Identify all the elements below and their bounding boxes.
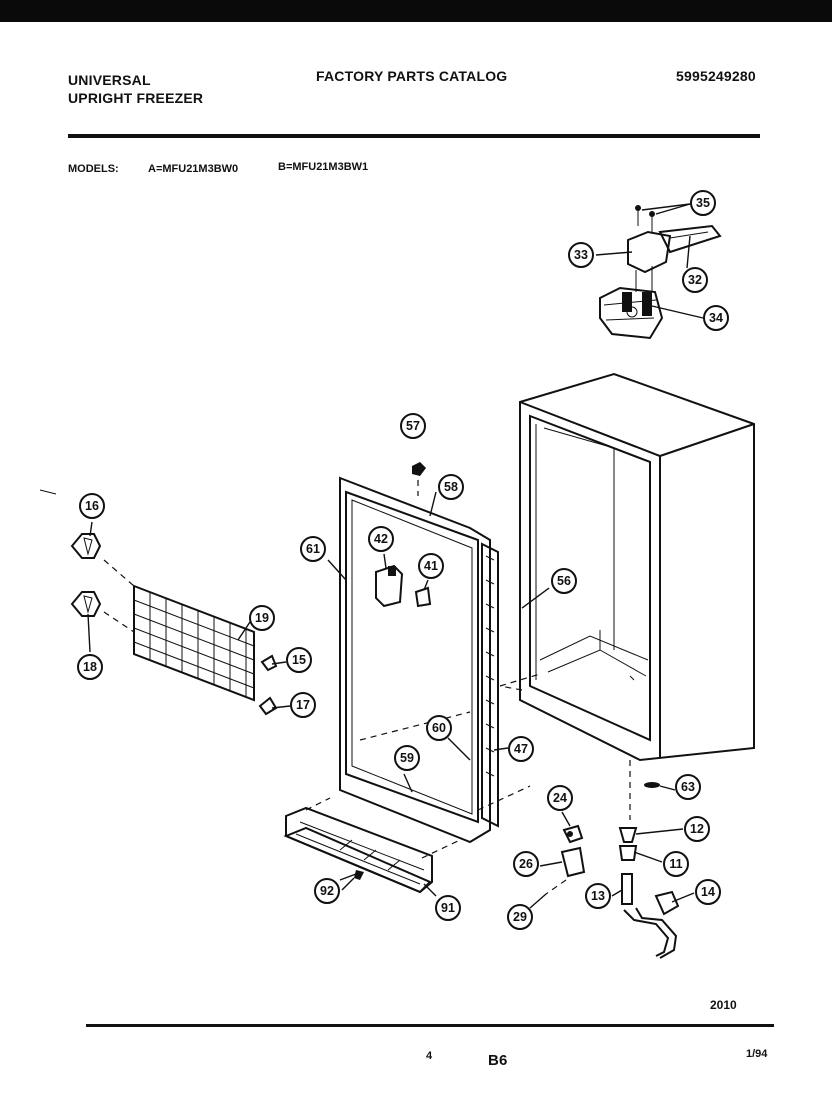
callout-92: 92 bbox=[314, 878, 340, 904]
model-a: A=MFU21M3BW0 bbox=[148, 163, 239, 175]
svg-text:18: 18 bbox=[83, 660, 97, 674]
callout-14: 14 bbox=[695, 879, 721, 905]
door-drawing bbox=[339, 462, 541, 844]
page-number: 4 bbox=[426, 1050, 433, 1062]
callout-91: 91 bbox=[435, 895, 461, 921]
callout-18: 18 bbox=[77, 654, 103, 680]
footer-rule bbox=[86, 1024, 774, 1027]
callout-32: 32 bbox=[682, 267, 708, 293]
callout-56: 56 bbox=[551, 568, 577, 594]
svg-text:17: 17 bbox=[296, 698, 310, 712]
svg-text:11: 11 bbox=[669, 857, 682, 871]
callout-29: 29 bbox=[507, 904, 533, 930]
header-rule bbox=[68, 134, 760, 138]
svg-text:15: 15 bbox=[292, 653, 306, 667]
figure-number: 2010 bbox=[710, 998, 737, 1012]
callout-42: 42 bbox=[368, 526, 394, 552]
callout-58: 58 bbox=[438, 474, 464, 500]
callout-47: 47 bbox=[508, 736, 534, 762]
callout-16: 16 bbox=[79, 493, 105, 519]
revision-date: 1/94 bbox=[746, 1048, 768, 1060]
svg-text:57: 57 bbox=[406, 419, 420, 433]
callout-17: 17 bbox=[290, 692, 316, 718]
callout-60: 60 bbox=[426, 715, 452, 741]
callout-61: 61 bbox=[300, 536, 326, 562]
cabinet-drawing bbox=[499, 372, 755, 762]
svg-text:59: 59 bbox=[400, 751, 414, 765]
models-label: MODELS: bbox=[68, 163, 119, 175]
svg-text:24: 24 bbox=[553, 791, 567, 805]
svg-text:33: 33 bbox=[574, 248, 588, 262]
svg-text:47: 47 bbox=[514, 742, 528, 756]
svg-text:29: 29 bbox=[513, 910, 527, 924]
callout-13: 13 bbox=[585, 883, 611, 909]
brand-name: UNIVERSAL bbox=[68, 72, 151, 88]
callout-15: 15 bbox=[286, 647, 312, 673]
svg-text:92: 92 bbox=[320, 884, 334, 898]
svg-text:34: 34 bbox=[709, 311, 723, 325]
svg-text:14: 14 bbox=[701, 885, 715, 899]
control-assembly-drawing bbox=[599, 205, 722, 340]
callout-35: 35 bbox=[690, 190, 716, 216]
svg-text:56: 56 bbox=[557, 574, 571, 588]
svg-text:41: 41 bbox=[424, 559, 438, 573]
scan-top-border bbox=[0, 0, 832, 22]
svg-text:58: 58 bbox=[444, 480, 458, 494]
model-b: B=MFU21M3BW1 bbox=[278, 161, 369, 173]
callout-41: 41 bbox=[418, 553, 444, 579]
svg-text:12: 12 bbox=[690, 822, 704, 836]
svg-text:91: 91 bbox=[441, 901, 455, 915]
svg-text:19: 19 bbox=[255, 611, 269, 625]
product-name: UPRIGHT FREEZER bbox=[68, 90, 204, 106]
leader-lines bbox=[87, 203, 704, 909]
section-code: B6 bbox=[488, 1052, 508, 1069]
svg-text:32: 32 bbox=[688, 273, 702, 287]
callout-12: 12 bbox=[684, 816, 710, 842]
svg-text:16: 16 bbox=[85, 499, 99, 513]
kick-plate-drawing bbox=[283, 797, 461, 894]
callout-34: 34 bbox=[703, 305, 729, 331]
callout-19: 19 bbox=[249, 605, 275, 631]
callout-59: 59 bbox=[394, 745, 420, 771]
callout-26: 26 bbox=[513, 851, 539, 877]
svg-text:35: 35 bbox=[696, 196, 710, 210]
catalog-title: FACTORY PARTS CATALOG bbox=[316, 68, 508, 84]
svg-text:13: 13 bbox=[591, 889, 605, 903]
callout-33: 33 bbox=[568, 242, 594, 268]
grille-drawing bbox=[39, 489, 278, 716]
callout-63: 63 bbox=[675, 774, 701, 800]
svg-text:63: 63 bbox=[681, 780, 695, 794]
callout-57: 57 bbox=[400, 413, 426, 439]
callout-11: 11 bbox=[663, 851, 689, 877]
svg-text:61: 61 bbox=[306, 542, 320, 556]
catalog-number: 5995249280 bbox=[676, 68, 756, 84]
drain-assembly-drawing bbox=[545, 760, 680, 959]
svg-text:26: 26 bbox=[519, 857, 533, 871]
svg-text:60: 60 bbox=[432, 721, 446, 735]
callout-24: 24 bbox=[547, 785, 573, 811]
svg-text:42: 42 bbox=[374, 532, 388, 546]
